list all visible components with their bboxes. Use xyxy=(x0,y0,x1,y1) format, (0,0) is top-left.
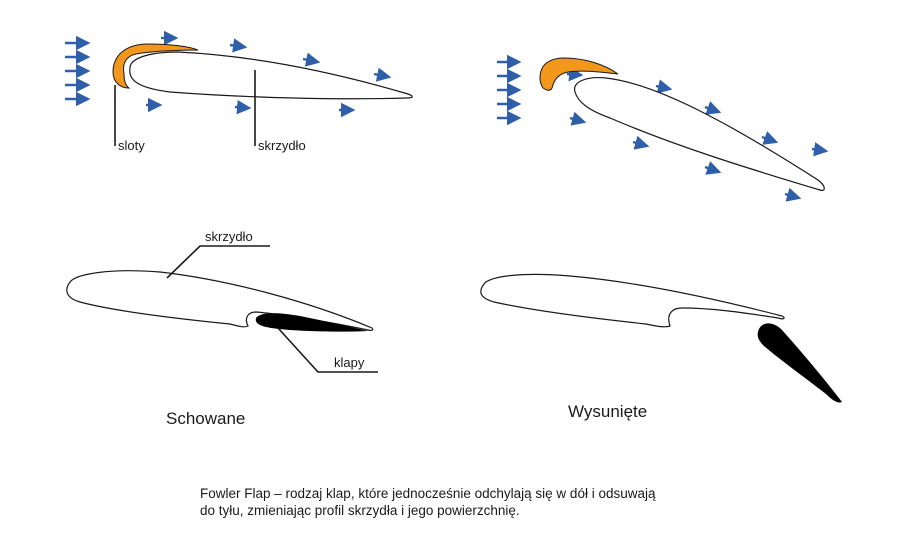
airflow-arrow-icon xyxy=(784,187,802,202)
slotted-wing-normal: sloty skrzydło xyxy=(65,30,413,153)
airflow-arrow-icon xyxy=(704,161,722,175)
airflow-arrows-left-group xyxy=(65,30,392,118)
caption-line-1: Fowler Flap – rodzaj klap, które jednocz… xyxy=(200,486,656,501)
airflow-arrow-icon xyxy=(655,79,673,94)
airflow-arrow-icon xyxy=(229,38,248,53)
schowane-label: Schowane xyxy=(166,409,245,428)
skrzydlo-mid-label: skrzydło xyxy=(205,229,253,244)
klapy-label: klapy xyxy=(334,355,365,370)
airflow-arrow-icon xyxy=(632,135,650,150)
flap-icon xyxy=(757,323,842,403)
airflow-arrow-icon xyxy=(704,101,722,115)
wysuniete-label: Wysunięte xyxy=(568,402,647,421)
skrzydlo-mid-leader-line xyxy=(166,245,270,279)
airflow-arrow-icon xyxy=(234,99,252,115)
klapy-leader-line xyxy=(277,327,378,373)
skrzydlo-top-label: skrzydło xyxy=(258,138,306,153)
airflow-arrow-icon xyxy=(569,111,587,126)
wing-profile xyxy=(574,77,825,191)
fowler-flap-retracted: skrzydło klapy Schowane xyxy=(66,229,378,428)
wing-profile xyxy=(66,270,374,331)
airflow-arrow-icon xyxy=(373,67,392,82)
airflow-arrow-icon xyxy=(761,131,779,145)
airflow-arrow-icon xyxy=(566,66,584,82)
airflow-arrows-right-group xyxy=(497,54,829,202)
sloty-label: sloty xyxy=(118,138,145,153)
fowler-flap-extended: Wysunięte xyxy=(480,273,842,421)
flap-icon xyxy=(255,313,368,332)
airflow-arrow-icon xyxy=(302,52,321,67)
slat-icon xyxy=(539,57,619,91)
caption-line-2: do tyłu, zmieniając profil skrzydła i je… xyxy=(200,503,520,518)
caption: Fowler Flap – rodzaj klap, które jednocz… xyxy=(200,485,760,519)
slotted-wing-high-angle xyxy=(497,54,829,202)
wing-profile xyxy=(129,51,413,100)
airflow-arrow-icon xyxy=(811,142,829,157)
wing-profile xyxy=(480,273,785,328)
slat-icon xyxy=(112,43,199,89)
